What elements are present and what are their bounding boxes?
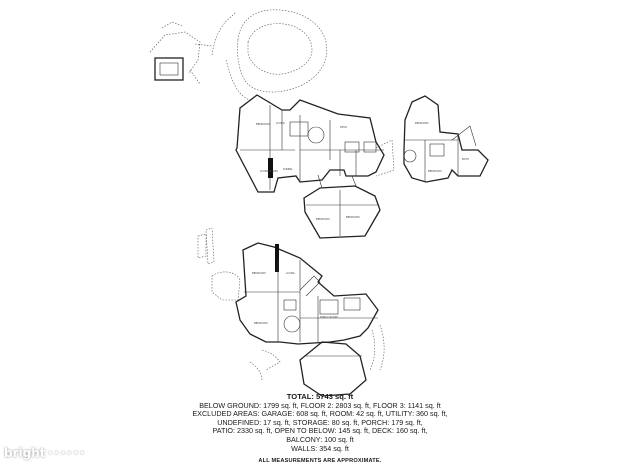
- total-area: TOTAL: 5743 sq. ft: [286, 392, 354, 401]
- svg-text:BEDROOM: BEDROOM: [254, 321, 268, 325]
- svg-text:FAMILY ROOM: FAMILY ROOM: [320, 315, 338, 319]
- svg-text:BEDROOM: BEDROOM: [428, 169, 442, 173]
- floor-3-plan: BEDROOM BEDROOM BATH: [403, 95, 489, 183]
- area-summary: TOTAL: 5743 sq. ft BELOW GROUND: 1799 sq…: [150, 392, 490, 466]
- svg-text:LIVING ROOM: LIVING ROOM: [260, 169, 278, 173]
- svg-text:BATH: BATH: [462, 157, 469, 161]
- area-line: PATIO: 2330 sq. ft, OPEN TO BELOW: 145 s…: [212, 426, 428, 436]
- svg-text:LIVING: LIVING: [276, 121, 285, 125]
- svg-text:BEDROOM: BEDROOM: [252, 271, 266, 275]
- svg-text:DINING: DINING: [283, 167, 292, 171]
- below-ground-plan: BEDROOM LIVING FAMILY ROOM BEDROOM: [197, 227, 385, 397]
- brand-logo: bright: [4, 446, 46, 460]
- svg-text:BEDROOM: BEDROOM: [316, 217, 330, 221]
- svg-text:BEDROOM: BEDROOM: [256, 122, 270, 126]
- area-line: WALLS: 354 sq. ft: [291, 443, 349, 453]
- pool-area: [237, 9, 328, 93]
- area-line: UNDEFINED: 17 sq. ft, STORAGE: 80 sq. ft…: [217, 417, 423, 427]
- area-line: BALCONY: 100 sq. ft: [286, 434, 354, 444]
- area-line: EXCLUDED AREAS: GARAGE: 608 sq. ft, ROOM…: [192, 409, 448, 419]
- floor-2-outline: [235, 94, 385, 193]
- svg-text:DECK: DECK: [340, 125, 347, 129]
- below-ground-outline: [235, 242, 379, 345]
- svg-text:LIVING: LIVING: [286, 271, 295, 275]
- brand-watermark: bright ■ ■ ■ ■ ■ ■: [4, 446, 85, 460]
- area-line: BELOW GROUND: 1799 sq. ft, FLOOR 2: 2803…: [199, 400, 441, 410]
- floor-3-outline: [403, 95, 489, 183]
- measurement-note: ALL MEASUREMENTS ARE APPROXIMATE.: [258, 458, 382, 465]
- below-ground-octagon: [299, 341, 367, 397]
- hot-tub: [154, 57, 184, 81]
- floor-2-plan: BEDROOM LIVING LIVING ROOM DINING DECK B…: [149, 9, 395, 239]
- svg-text:BEDROOM: BEDROOM: [415, 121, 429, 125]
- svg-text:BEDROOM: BEDROOM: [346, 215, 360, 219]
- floor-2-lower-wing: [303, 185, 381, 239]
- brand-dots: ■ ■ ■ ■ ■ ■: [48, 450, 85, 456]
